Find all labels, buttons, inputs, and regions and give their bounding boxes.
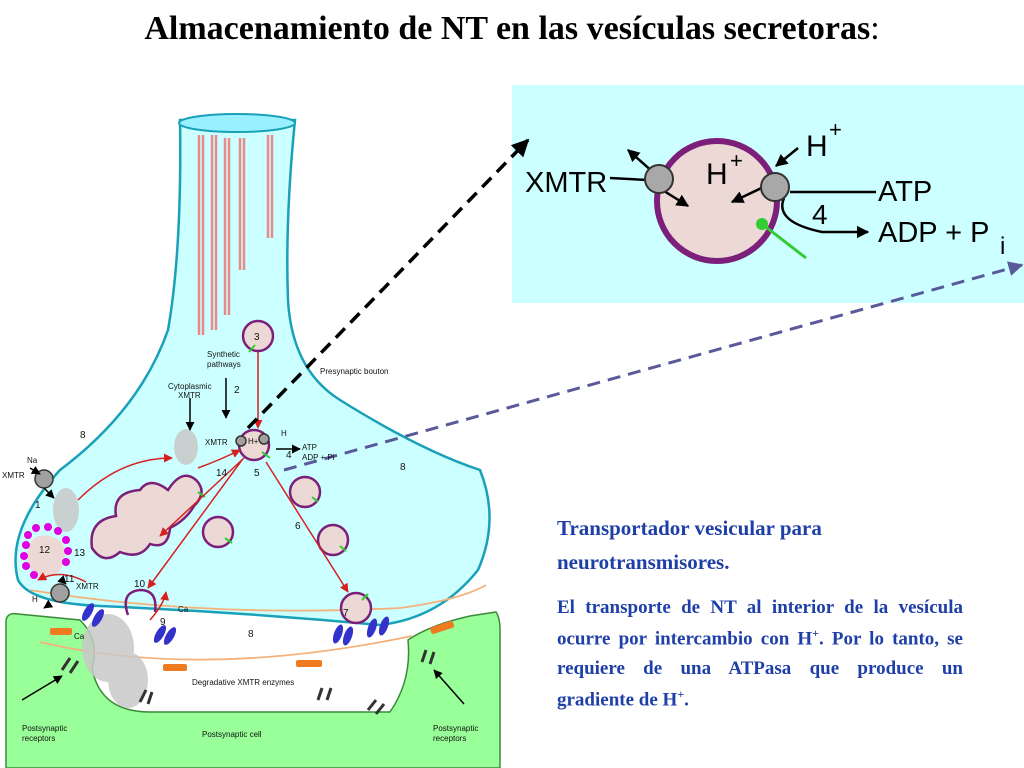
- axon-microtubules: [197, 135, 274, 335]
- label-h-11: H: [32, 595, 38, 604]
- label-cyto-xmtr: XMTR: [178, 391, 201, 400]
- svg-text:1: 1: [35, 500, 41, 511]
- svg-text:10: 10: [134, 579, 146, 590]
- label-h-outer: H: [281, 429, 287, 438]
- degradative-enzymes: [50, 620, 455, 671]
- label-postsynaptic-receptors-right: Postsynaptic: [433, 724, 478, 733]
- zoom-adp-label: ADP + P: [878, 217, 990, 249]
- transporters: [34, 433, 270, 603]
- zoom-h-inner-plus: +: [730, 148, 743, 173]
- svg-text:8: 8: [248, 629, 254, 640]
- description-heading: Transportador vesicular para neurotransm…: [557, 516, 822, 574]
- label-pathways: pathways: [207, 360, 241, 369]
- svg-text:4: 4: [286, 450, 292, 461]
- vesicle-7: [339, 591, 373, 625]
- svg-text:12: 12: [39, 545, 51, 556]
- label-postsynaptic-cell: Postsynaptic cell: [202, 730, 262, 739]
- vesicle-12: [27, 535, 65, 577]
- zoom-right-transporter: [760, 172, 790, 202]
- svg-text:5: 5: [254, 468, 260, 479]
- label-receptors-left: receptors: [22, 734, 55, 743]
- label-xmtr-left: XMTR: [2, 471, 25, 480]
- zoom-h-outer: H: [806, 130, 828, 163]
- zoom-green-marker-line: [761, 222, 807, 260]
- clathrin-coat: [20, 523, 72, 579]
- black-arrows: [21, 378, 465, 705]
- vesicle-transporter-marks: [197, 344, 369, 601]
- svg-text:13: 13: [74, 548, 86, 559]
- svg-text:7: 7: [343, 608, 349, 619]
- red-arrows: [37, 352, 349, 621]
- svg-text:8: 8: [400, 462, 406, 473]
- axon-top-opening: [178, 113, 296, 133]
- label-postsynaptic-receptors-left: Postsynaptic: [22, 724, 67, 733]
- svg-text:9: 9: [160, 617, 166, 628]
- presynaptic-terminal: [14, 118, 491, 627]
- vesicle-10: [124, 588, 157, 616]
- svg-text:14: 14: [216, 468, 228, 479]
- postsynaptic-receptors: [60, 649, 436, 715]
- label-xmtr-11: XMTR: [76, 582, 99, 591]
- description-body: El transporte de NT al interior de la ve…: [557, 597, 963, 711]
- label-degradative: Degradative XMTR enzymes: [192, 678, 294, 687]
- label-cytoplasmic: Cytoplasmic: [168, 382, 212, 391]
- zoom-left-transporter: [644, 164, 674, 194]
- label-atp: ATP: [302, 443, 317, 452]
- label-receptors-right: receptors: [433, 734, 466, 743]
- zoom-atp-label: ATP: [878, 176, 932, 208]
- description-block: Transportador vesicular para neurotransm…: [557, 512, 963, 715]
- step-numbers: 1 2 3 4 5 6 7 8 8 8 9 10 11 12 13 14: [35, 332, 406, 640]
- zoom-xmtr-label: XMTR: [525, 167, 607, 199]
- zoom-pi-sub: i: [1000, 233, 1005, 260]
- label-presynaptic-bouton: Presynaptic bouton: [320, 367, 389, 376]
- dashed-pointer-black: [246, 138, 530, 430]
- label-h-plus-inner: H+: [248, 437, 259, 446]
- vesicles: [27, 319, 373, 625]
- vesicle-3: [241, 319, 275, 353]
- svg-text:8: 8: [80, 430, 86, 441]
- presynaptic-membrane-line: [29, 584, 487, 612]
- dashed-pointer-purple: [283, 261, 1024, 472]
- label-ca: Ca: [178, 605, 189, 614]
- diagram-labels: Synthetic pathways Cytoplasmic XMTR Pres…: [2, 350, 478, 743]
- vesicle-a: [288, 475, 322, 509]
- slide-title: Almacenamiento de NT en las vesículas se…: [144, 10, 880, 47]
- vesicle-b: [201, 515, 235, 549]
- label-adp: ADP + Pi: [302, 453, 335, 462]
- postsynaptic-cell: [5, 611, 501, 768]
- zoom-h-inner: H: [706, 158, 728, 191]
- zoom-h-outer-plus: +: [829, 117, 842, 142]
- label-na: Na: [27, 456, 38, 465]
- endosome: [90, 474, 203, 560]
- label-xmtr-center: XMTR: [205, 438, 228, 447]
- svg-text:2: 2: [234, 385, 240, 396]
- label-ca-cleft: Ca: [74, 632, 85, 641]
- ion-channels: [81, 603, 390, 646]
- label-synthetic: Synthetic: [207, 350, 240, 359]
- zoom-inset: XMTR H + H + ATP ADP + P i 4: [525, 117, 1005, 264]
- svg-text:6: 6: [295, 521, 301, 532]
- zoom-step-4: 4: [812, 199, 828, 230]
- svg-text:3: 3: [254, 332, 260, 343]
- released-transmitter-cloud: [53, 429, 198, 708]
- svg-text:11: 11: [64, 574, 75, 585]
- zoom-green-marker: [756, 218, 768, 230]
